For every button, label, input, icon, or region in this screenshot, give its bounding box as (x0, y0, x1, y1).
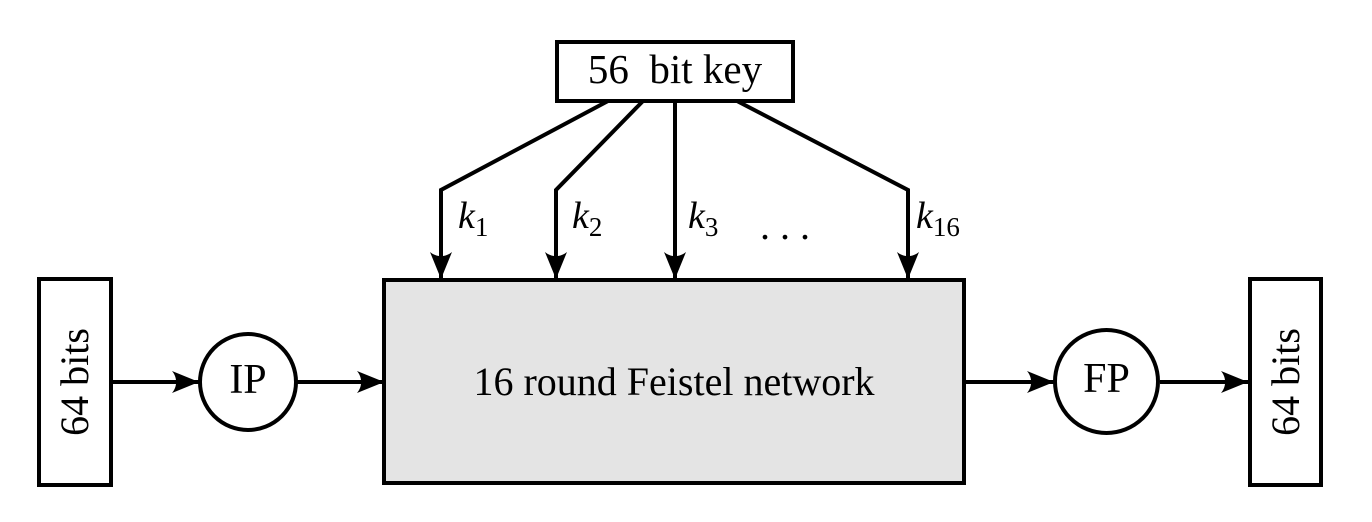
key-box-label: 56 bit key (587, 46, 763, 92)
final-permutation-label: FP (1083, 356, 1130, 402)
subkey-label-k2: k2 (572, 195, 603, 242)
subkey-label-k16: k16 (916, 195, 960, 242)
subkey-ellipsis: . . . (760, 203, 810, 248)
key-box: 56 bit key (555, 40, 795, 103)
output-bits-label: 64 bits (1262, 328, 1308, 436)
initial-permutation-node: IP (198, 332, 298, 432)
feistel-network-label: 16 round Feistel network (473, 358, 875, 404)
subkey-arrow-k1 (430, 99, 609, 279)
output-bits-box: 64 bits (1248, 277, 1323, 487)
initial-permutation-label: IP (229, 356, 267, 403)
input-bits-box: 64 bits (37, 277, 113, 487)
input-bits-label: 64 bits (52, 328, 97, 436)
feistel-network-box: 16 round Feistel network (382, 278, 966, 485)
subkey-label-k3: k3 (688, 195, 719, 242)
subkey-arrow-k16 (736, 99, 919, 279)
subkey-label-k1: k1 (458, 195, 489, 242)
subkey-arrow-k2 (545, 99, 645, 279)
final-permutation-node: FP (1053, 328, 1160, 435)
